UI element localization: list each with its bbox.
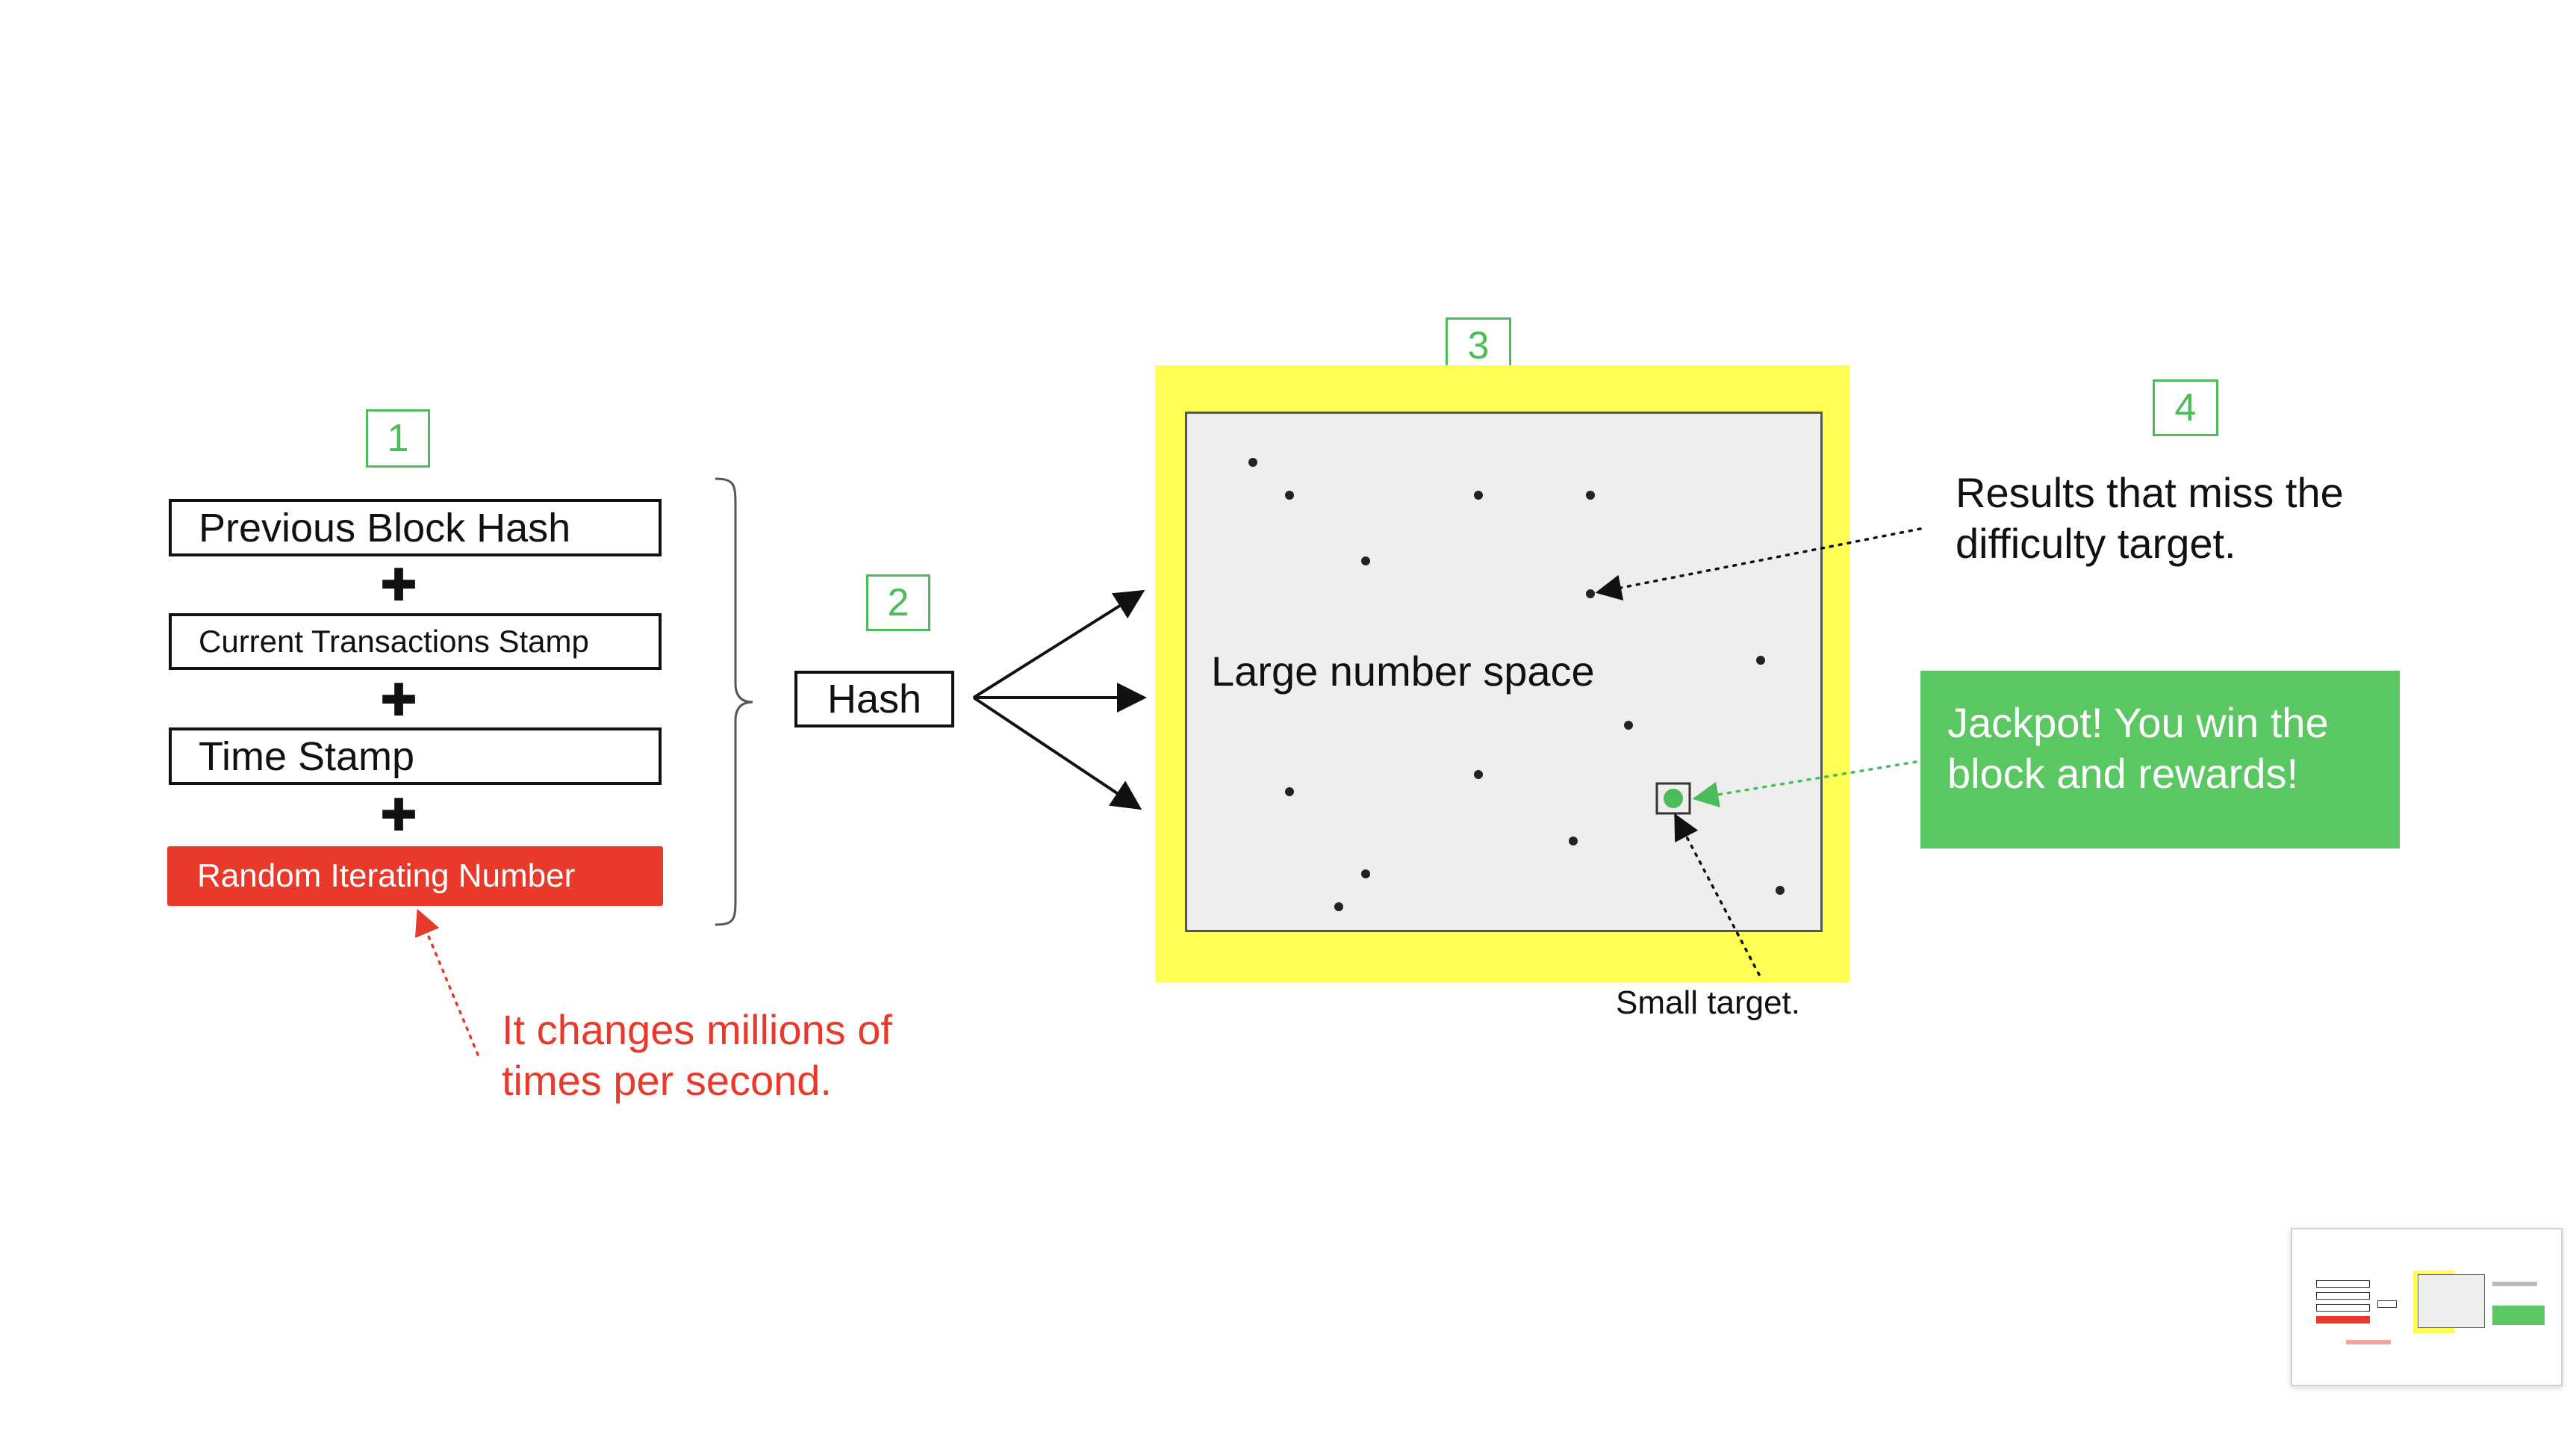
small-target-label: Small target. bbox=[1616, 984, 1800, 1021]
jackpot-text: Jackpot! You win the block and rewards! bbox=[1947, 699, 2329, 797]
thumb-miss-note bbox=[2492, 1282, 2537, 1286]
number-space-label: Large number space bbox=[1211, 648, 1595, 695]
step-1-badge: 1 bbox=[366, 409, 430, 468]
random-note-text: It changes millions of times per second. bbox=[502, 1006, 892, 1104]
small-target-box bbox=[1655, 782, 1691, 815]
random-note-pointer-arrow bbox=[414, 908, 479, 1056]
result-dot bbox=[1361, 556, 1370, 565]
hash-box: Hash bbox=[794, 671, 954, 727]
plus-icon: ✚ bbox=[379, 560, 418, 610]
plus-icon: ✚ bbox=[379, 790, 418, 840]
result-dot bbox=[1248, 458, 1257, 467]
hash-label: Hash bbox=[827, 677, 922, 722]
step-4-badge: 4 bbox=[2153, 379, 2218, 436]
result-dot bbox=[1474, 770, 1483, 779]
small-target-pointer-arrow bbox=[1674, 813, 1761, 976]
result-dot bbox=[1569, 837, 1578, 845]
previous-block-hash-label: Previous Block Hash bbox=[199, 505, 571, 550]
thumb-input-box bbox=[2316, 1304, 2370, 1312]
missed-results-dots bbox=[1248, 458, 1785, 911]
result-dot bbox=[1756, 656, 1765, 665]
thumb-random-box bbox=[2316, 1316, 2370, 1324]
random-iterating-number-label: Random Iterating Number bbox=[197, 857, 576, 894]
step-2-badge: 2 bbox=[866, 574, 930, 631]
result-dot bbox=[1586, 491, 1595, 500]
step-3-badge: 3 bbox=[1446, 317, 1511, 374]
jackpot-pointer-arrow bbox=[1692, 760, 1917, 808]
result-dot bbox=[1285, 787, 1294, 796]
miss-annotation: Results that miss the difficulty target. bbox=[1956, 468, 2418, 569]
thumb-input-box bbox=[2316, 1280, 2370, 1288]
previous-block-hash-box: Previous Block Hash bbox=[169, 499, 662, 556]
thumb-jackpot bbox=[2492, 1306, 2545, 1325]
result-dot bbox=[1586, 589, 1595, 598]
thumb-red-note bbox=[2346, 1340, 2391, 1344]
random-iterating-number-box: Random Iterating Number bbox=[167, 846, 663, 906]
result-dot bbox=[1624, 721, 1633, 730]
slide-thumbnail[interactable] bbox=[2291, 1228, 2563, 1386]
thumb-input-box bbox=[2316, 1292, 2370, 1300]
time-stamp-box: Time Stamp bbox=[169, 727, 662, 785]
time-stamp-label: Time Stamp bbox=[199, 733, 415, 779]
hash-arrow-down bbox=[972, 696, 1142, 810]
current-transactions-stamp-label: Current Transactions Stamp bbox=[199, 624, 589, 659]
miss-annotation-text: Results that miss the difficulty target. bbox=[1956, 469, 2344, 567]
result-dot bbox=[1285, 491, 1294, 500]
result-dot bbox=[1776, 886, 1785, 895]
current-transactions-stamp-box: Current Transactions Stamp bbox=[169, 613, 662, 670]
random-note: It changes millions of times per second. bbox=[502, 1005, 980, 1106]
hash-arrow-up bbox=[972, 589, 1145, 699]
thumb-space bbox=[2418, 1274, 2485, 1328]
result-dot bbox=[1474, 491, 1483, 500]
result-dot bbox=[1361, 869, 1370, 878]
result-dot bbox=[1334, 902, 1343, 911]
small-target-dot bbox=[1664, 789, 1683, 808]
jackpot-box: Jackpot! You win the block and rewards! bbox=[1920, 671, 2400, 848]
curly-brace bbox=[715, 477, 753, 926]
thumb-hash-box bbox=[2377, 1300, 2397, 1308]
miss-pointer-arrow bbox=[1595, 527, 1922, 601]
plus-icon: ✚ bbox=[379, 675, 418, 725]
